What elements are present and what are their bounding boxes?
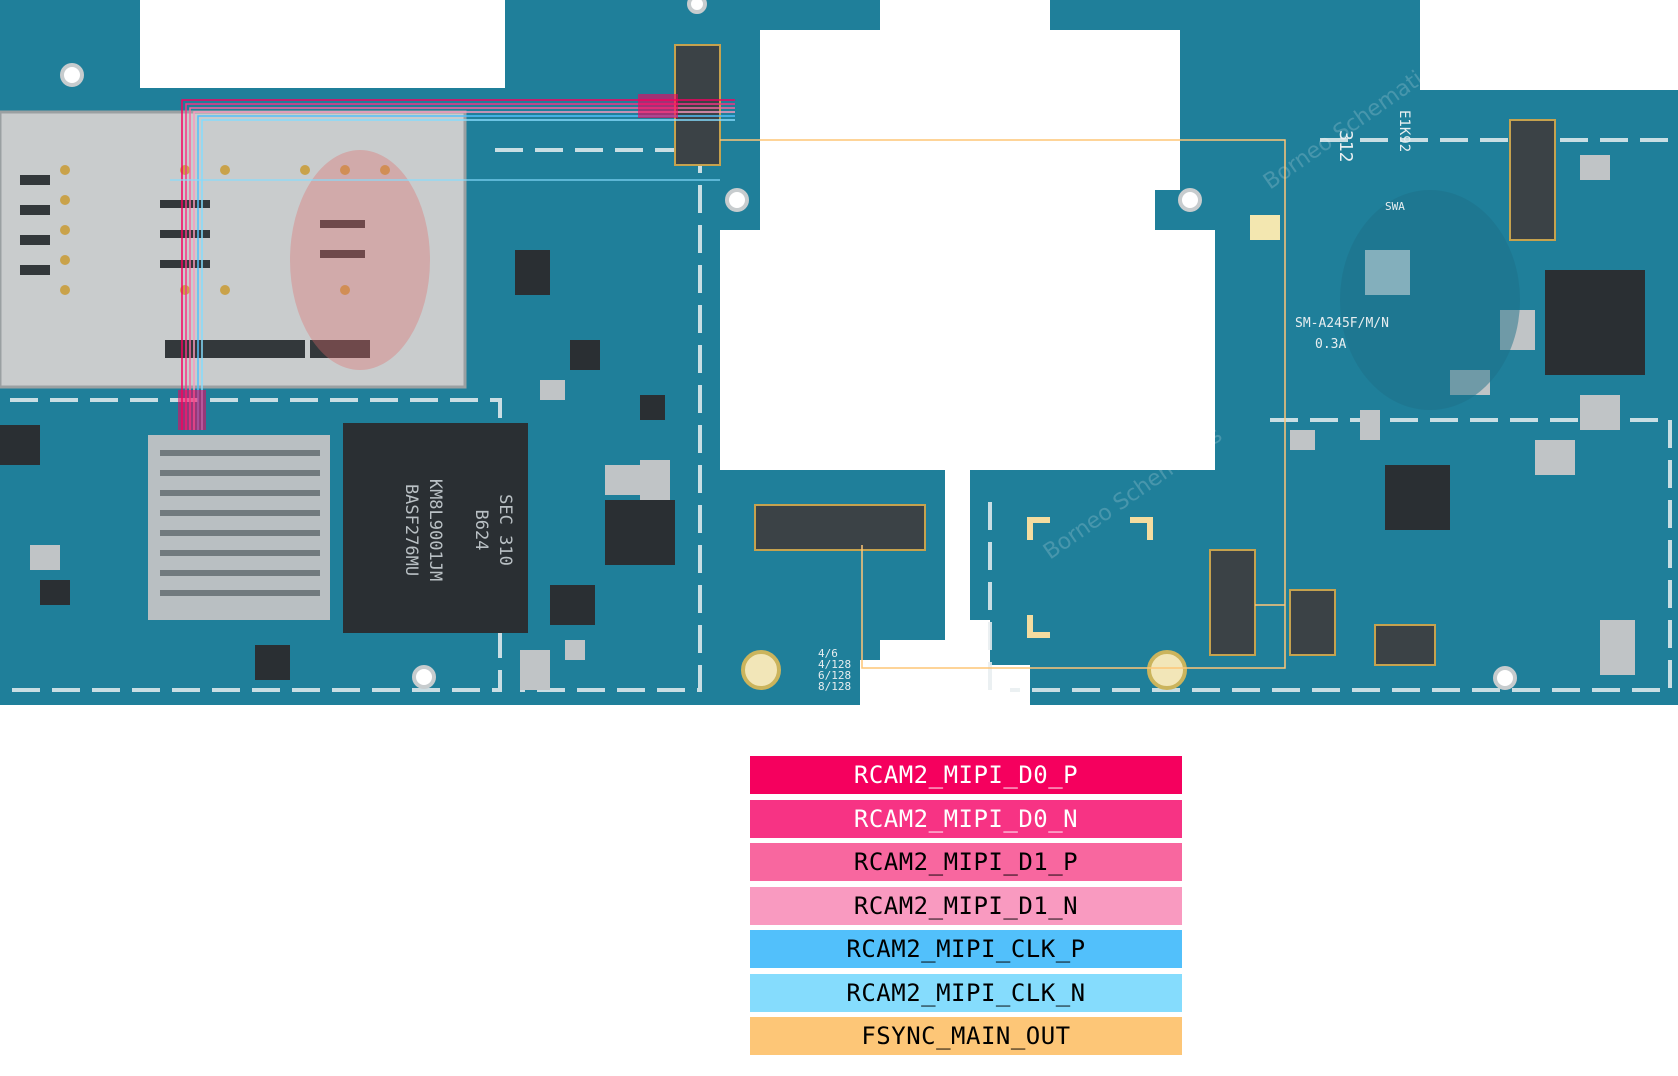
version-label: 0.3A: [1315, 337, 1346, 352]
pcb-code: E1K92: [1396, 110, 1412, 152]
cpu-bga-pad: [148, 435, 330, 620]
connector-right-4: [1374, 624, 1436, 666]
memory-ic: [343, 423, 528, 633]
legend-rcam2-mipi-clk-n: RCAM2_MIPI_CLK_N: [750, 973, 1182, 1012]
ic-cpu-line1: SEC 310: [495, 494, 515, 566]
connector-right-3: [1509, 119, 1556, 241]
ram-label-2: 4/128: [818, 658, 851, 671]
small-ic: [1385, 465, 1450, 530]
signal-legend: RCAM2_MIPI_D0_P RCAM2_MIPI_D0_N RCAM2_MI…: [750, 756, 1182, 1061]
connector-right-2: [1289, 589, 1336, 656]
connector-right-1: [1209, 549, 1256, 656]
pcb-board-photo: SEC 310 B624 KM8L9001JM BASF276MU: [0, 0, 1678, 705]
legend-rcam2-mipi-d0-p: RCAM2_MIPI_D0_P: [750, 756, 1182, 794]
ram-label-4: 8/128: [818, 680, 851, 693]
connector-middle: [754, 504, 926, 551]
ram-label-1: 4/6: [818, 647, 838, 660]
legend-rcam2-mipi-d1-p: RCAM2_MIPI_D1_P: [750, 843, 1182, 881]
pmic-ic: [1545, 270, 1645, 375]
legend-rcam2-mipi-d1-n: RCAM2_MIPI_D1_N: [750, 886, 1182, 925]
legend-fsync-main-out: FSYNC_MAIN_OUT: [750, 1017, 1182, 1055]
camera-connector-top: [674, 44, 721, 166]
pcb-number: 312: [1335, 130, 1356, 163]
signal-traces: [170, 99, 1286, 669]
ic-cpu-line3: KM8L9001JM: [425, 479, 445, 581]
ic-cpu-line4: BASF276MU: [401, 484, 421, 576]
ic-cpu-line2: B624: [471, 510, 491, 551]
model-label: SM-A245F/M/N: [1295, 316, 1389, 331]
legend-rcam2-mipi-d0-n: RCAM2_MIPI_D0_N: [750, 799, 1182, 838]
legend-rcam2-mipi-clk-p: RCAM2_MIPI_CLK_P: [750, 930, 1182, 968]
ram-label-3: 6/128: [818, 669, 851, 682]
swa-label: SWA: [1385, 200, 1405, 213]
